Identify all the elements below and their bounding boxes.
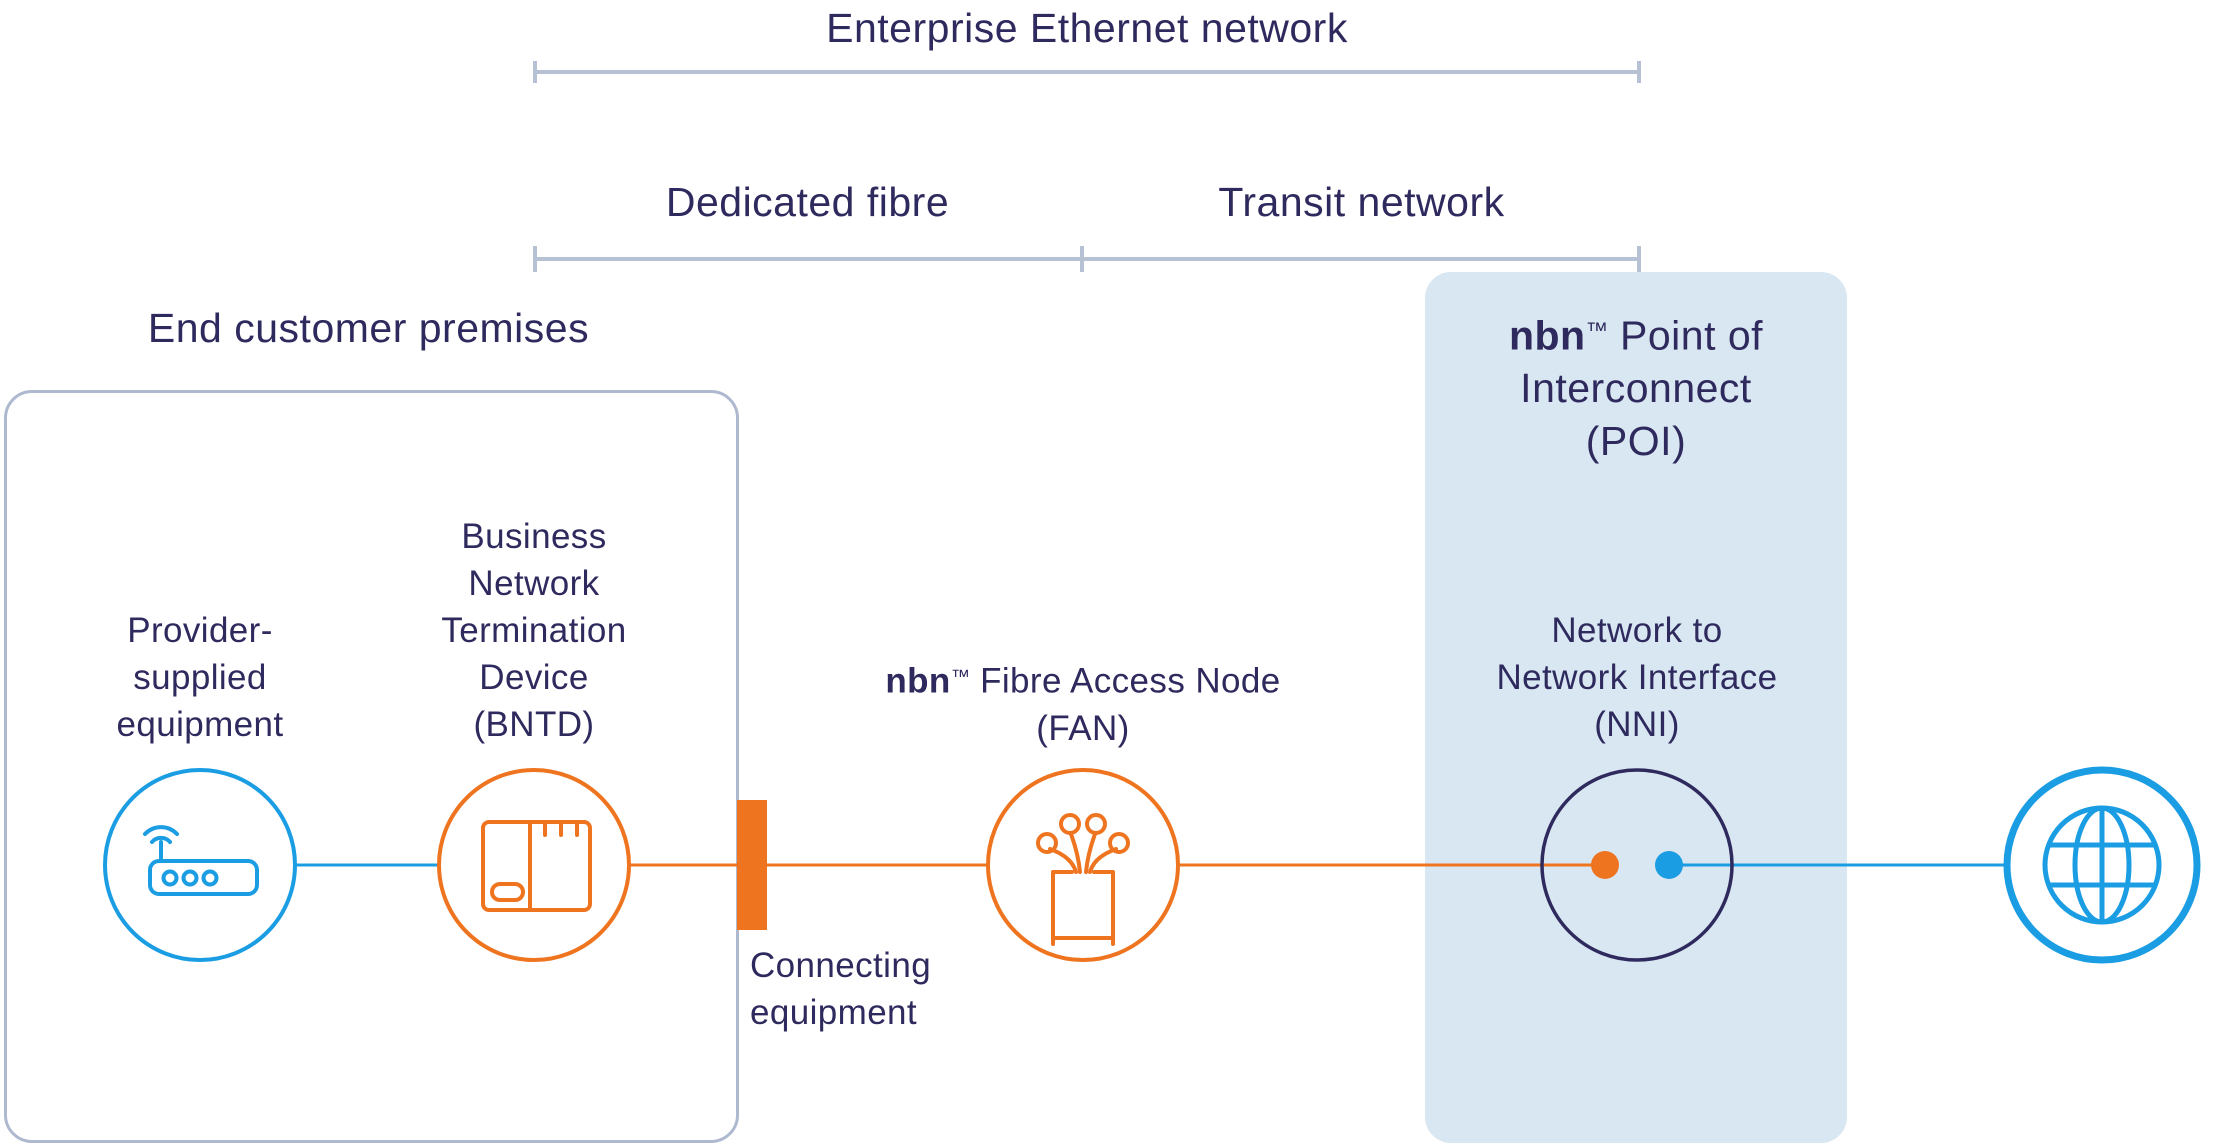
provider-label-line3: equipment [116, 705, 284, 744]
poi-band [1425, 272, 1847, 1143]
nni-orange-dot [1591, 851, 1619, 879]
provider-label-line2: supplied [133, 658, 267, 697]
connecting-equipment-label: Connecting equipment [750, 942, 1030, 1036]
bntd-label-line4: Device [479, 658, 589, 697]
fan-circle [986, 768, 1180, 962]
dedicated-fibre-label: Dedicated fibre [665, 179, 950, 225]
poi-title-line2: Interconnect [1520, 365, 1752, 412]
connecting-equipment-block [737, 800, 767, 930]
provider-circle [103, 768, 297, 962]
bntd-circle [437, 768, 631, 962]
fan-label-rest: Fibre Access Node [969, 661, 1281, 701]
nni-blue-dot [1655, 851, 1683, 879]
premises-box [4, 390, 739, 1143]
poi-trademark: ™ [1585, 318, 1609, 343]
enterprise-bracket-tick-left [533, 61, 537, 83]
provider-equipment-node [103, 768, 297, 962]
diagram-title: Enterprise Ethernet network [826, 5, 1348, 51]
bntd-label: Business Network Termination Device (BNT… [384, 513, 684, 748]
segments-bracket-tick-left [533, 246, 537, 272]
segments-bracket-tick-right [1637, 246, 1641, 272]
bntd-node [437, 768, 631, 962]
enterprise-bracket-line [533, 70, 1641, 74]
nni-label-line3: (NNI) [1594, 705, 1680, 744]
bntd-label-line2: Network [468, 564, 600, 603]
bntd-label-line5: (BNTD) [473, 705, 595, 744]
provider-equipment-label: Provider- supplied equipment [40, 607, 360, 748]
connecting-label-line1: Connecting [750, 946, 932, 985]
nni-label: Network to Network Interface (NNI) [1426, 607, 1848, 748]
segments-bracket-line [533, 257, 1641, 261]
segments-bracket-tick-middle [1080, 246, 1084, 272]
connecting-label-line2: equipment [750, 993, 918, 1032]
fan-node [986, 768, 1180, 962]
bntd-label-line1: Business [461, 517, 607, 556]
nni-label-line2: Network Interface [1496, 658, 1778, 697]
ntd-device-icon [481, 820, 592, 912]
globe-icon [2042, 805, 2162, 925]
provider-label-line1: Provider- [127, 611, 273, 650]
nni-node [1540, 768, 1734, 962]
fan-label: nbn™ Fibre Access Node (FAN) [833, 654, 1333, 752]
internet-node [2003, 766, 2201, 964]
premises-title: End customer premises [147, 305, 590, 351]
nni-circle [1540, 768, 1734, 962]
enterprise-bracket-tick-right [1637, 61, 1641, 83]
poi-brand: nbn [1508, 312, 1586, 359]
fan-brand: nbn [885, 661, 951, 701]
fan-trademark: ™ [950, 667, 970, 688]
bntd-label-line3: Termination [441, 611, 627, 650]
transit-network-label: Transit network [1218, 179, 1505, 225]
poi-title-rest: Point of [1608, 312, 1764, 359]
fan-label-line2: (FAN) [1036, 708, 1130, 748]
router-icon [143, 825, 259, 896]
nni-label-line1: Network to [1551, 611, 1723, 650]
poi-title-line3: (POI) [1585, 418, 1687, 465]
poi-title: nbn™ Point of Interconnect (POI) [1425, 304, 1847, 468]
fibre-bundle-icon [1036, 813, 1130, 946]
interconnect-dots-icon [1591, 851, 1683, 879]
